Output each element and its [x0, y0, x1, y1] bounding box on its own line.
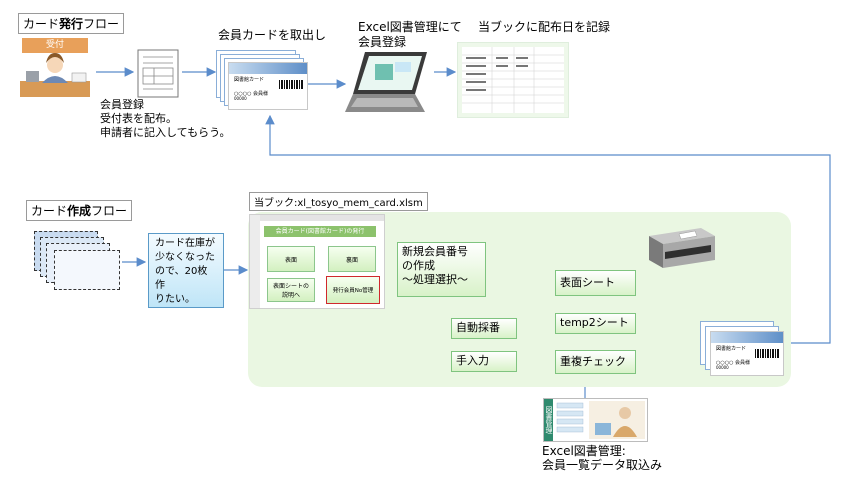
create-flow-title-tail: フロー — [91, 204, 128, 218]
issue-flow-title-bold: 発行 — [59, 17, 84, 31]
stock-note-box: カード在庫が 少なくなった ので、20枚作 りたい。 — [148, 233, 224, 308]
issue-flow-title: カード発行フロー — [18, 13, 125, 34]
excel-import-label: Excel図書管理: 会員一覧データ取込み — [542, 444, 662, 472]
registration-note-line2: 受付表を配布。 — [100, 112, 177, 125]
printer-icon — [649, 228, 715, 268]
form-document-icon — [137, 49, 179, 98]
excel-register-line2: 会員登録 — [358, 35, 407, 49]
stock-note-line1: カード在庫が — [155, 238, 215, 249]
card-name: ○○○○ 会員様 — [234, 91, 269, 97]
printed-card-title: 図書館カード — [716, 346, 747, 352]
take-card-label: 会員カードを取出し — [218, 28, 327, 42]
create-flow-title: カード作成フロー — [26, 200, 133, 221]
stock-note-line3: ので、20枚作 — [155, 266, 208, 291]
card-stack-issue: 図書館カード ○○○○ 会員様 00000 — [216, 50, 308, 112]
laptop-icon — [345, 52, 427, 112]
new-number-line3: ～処理選択～ — [402, 273, 468, 286]
arrow-return-loop — [265, 114, 831, 344]
card-stack-printed: 図書館カード ○○○○ 会員様 00000 — [700, 321, 785, 377]
registration-note-line1: 会員登録 — [100, 98, 144, 111]
sheet-issue-button[interactable]: 発行会員No管理 — [326, 276, 380, 304]
excel-import-line1: Excel図書管理: — [542, 444, 626, 458]
book-spreadsheet-thumbnail — [457, 42, 569, 118]
app-vertical-label: 図書管理 — [544, 399, 553, 441]
reception-illustration: 受付 — [20, 38, 90, 97]
sheet-explain-button[interactable]: 表面シートの 説明へ — [267, 278, 315, 302]
temp2-sheet-box: temp2シート — [555, 313, 636, 334]
sheet-explain-line1: 表面シートの — [272, 283, 309, 290]
reception-label: 受付 — [22, 38, 88, 53]
stock-note-line4: りたい。 — [155, 294, 195, 305]
sheet-front-button[interactable]: 表面 — [267, 246, 315, 272]
library-app-thumbnail: 図書管理 — [543, 398, 648, 442]
registration-note: 会員登録 受付表を配布。 申請者に記入してもらう。 — [100, 98, 230, 140]
front-sheet-box: 表面シート — [555, 270, 636, 296]
member-card-sample: 図書館カード ○○○○ 会員様 00000 — [228, 62, 308, 110]
manual-input-box: 手入力 — [451, 351, 517, 372]
printed-barcode-icon — [755, 349, 779, 358]
issue-flow-title-main: カード — [23, 17, 60, 31]
spreadsheet-icon — [462, 47, 564, 113]
book-label: 当ブック:xl_tosyo_mem_card.xlsm — [249, 192, 428, 211]
printed-card-name: ○○○○ 会員様 — [716, 360, 751, 366]
new-number-line2: の作成 — [402, 259, 435, 272]
receptionist-icon — [20, 53, 90, 97]
new-number-box: 新規会員番号 の作成 ～処理選択～ — [397, 242, 486, 297]
create-flow-title-main: カード — [31, 204, 68, 218]
create-flow-title-bold: 作成 — [67, 204, 92, 218]
registration-note-line3: 申請者に記入してもらう。 — [100, 126, 231, 139]
app-content-icon — [556, 401, 645, 439]
auto-number-box: 自動採番 — [451, 318, 517, 339]
card-number: 00000 — [234, 96, 247, 101]
printed-card-number: 00000 — [716, 365, 729, 370]
sheet-header: 会員カード(図書館カード)の発行 — [264, 226, 376, 237]
blank-card-stack — [34, 231, 124, 291]
issue-flow-title-tail: フロー — [83, 17, 120, 31]
sheet-thumbnail: 会員カード(図書館カード)の発行 表面 裏面 表面シートの 説明へ 発行会員No… — [249, 214, 385, 309]
excel-register-label: Excel図書管理にて 会員登録 — [358, 20, 462, 50]
duplicate-check-box: 重複チェック — [555, 350, 636, 374]
excel-register-line1: Excel図書管理にて — [358, 20, 462, 34]
record-date-label: 当ブックに配布日を記録 — [478, 20, 611, 34]
stock-note-line2: 少なくなった — [155, 252, 215, 263]
card-title: 図書館カード — [234, 77, 265, 83]
barcode-icon — [279, 80, 303, 89]
sheet-explain-line2: 説明へ — [281, 292, 300, 299]
printed-card-sample: 図書館カード ○○○○ 会員様 00000 — [710, 331, 784, 376]
excel-import-line2: 会員一覧データ取込み — [542, 458, 663, 472]
sheet-back-button[interactable]: 裏面 — [328, 246, 376, 272]
new-number-line1: 新規会員番号 — [402, 245, 468, 258]
